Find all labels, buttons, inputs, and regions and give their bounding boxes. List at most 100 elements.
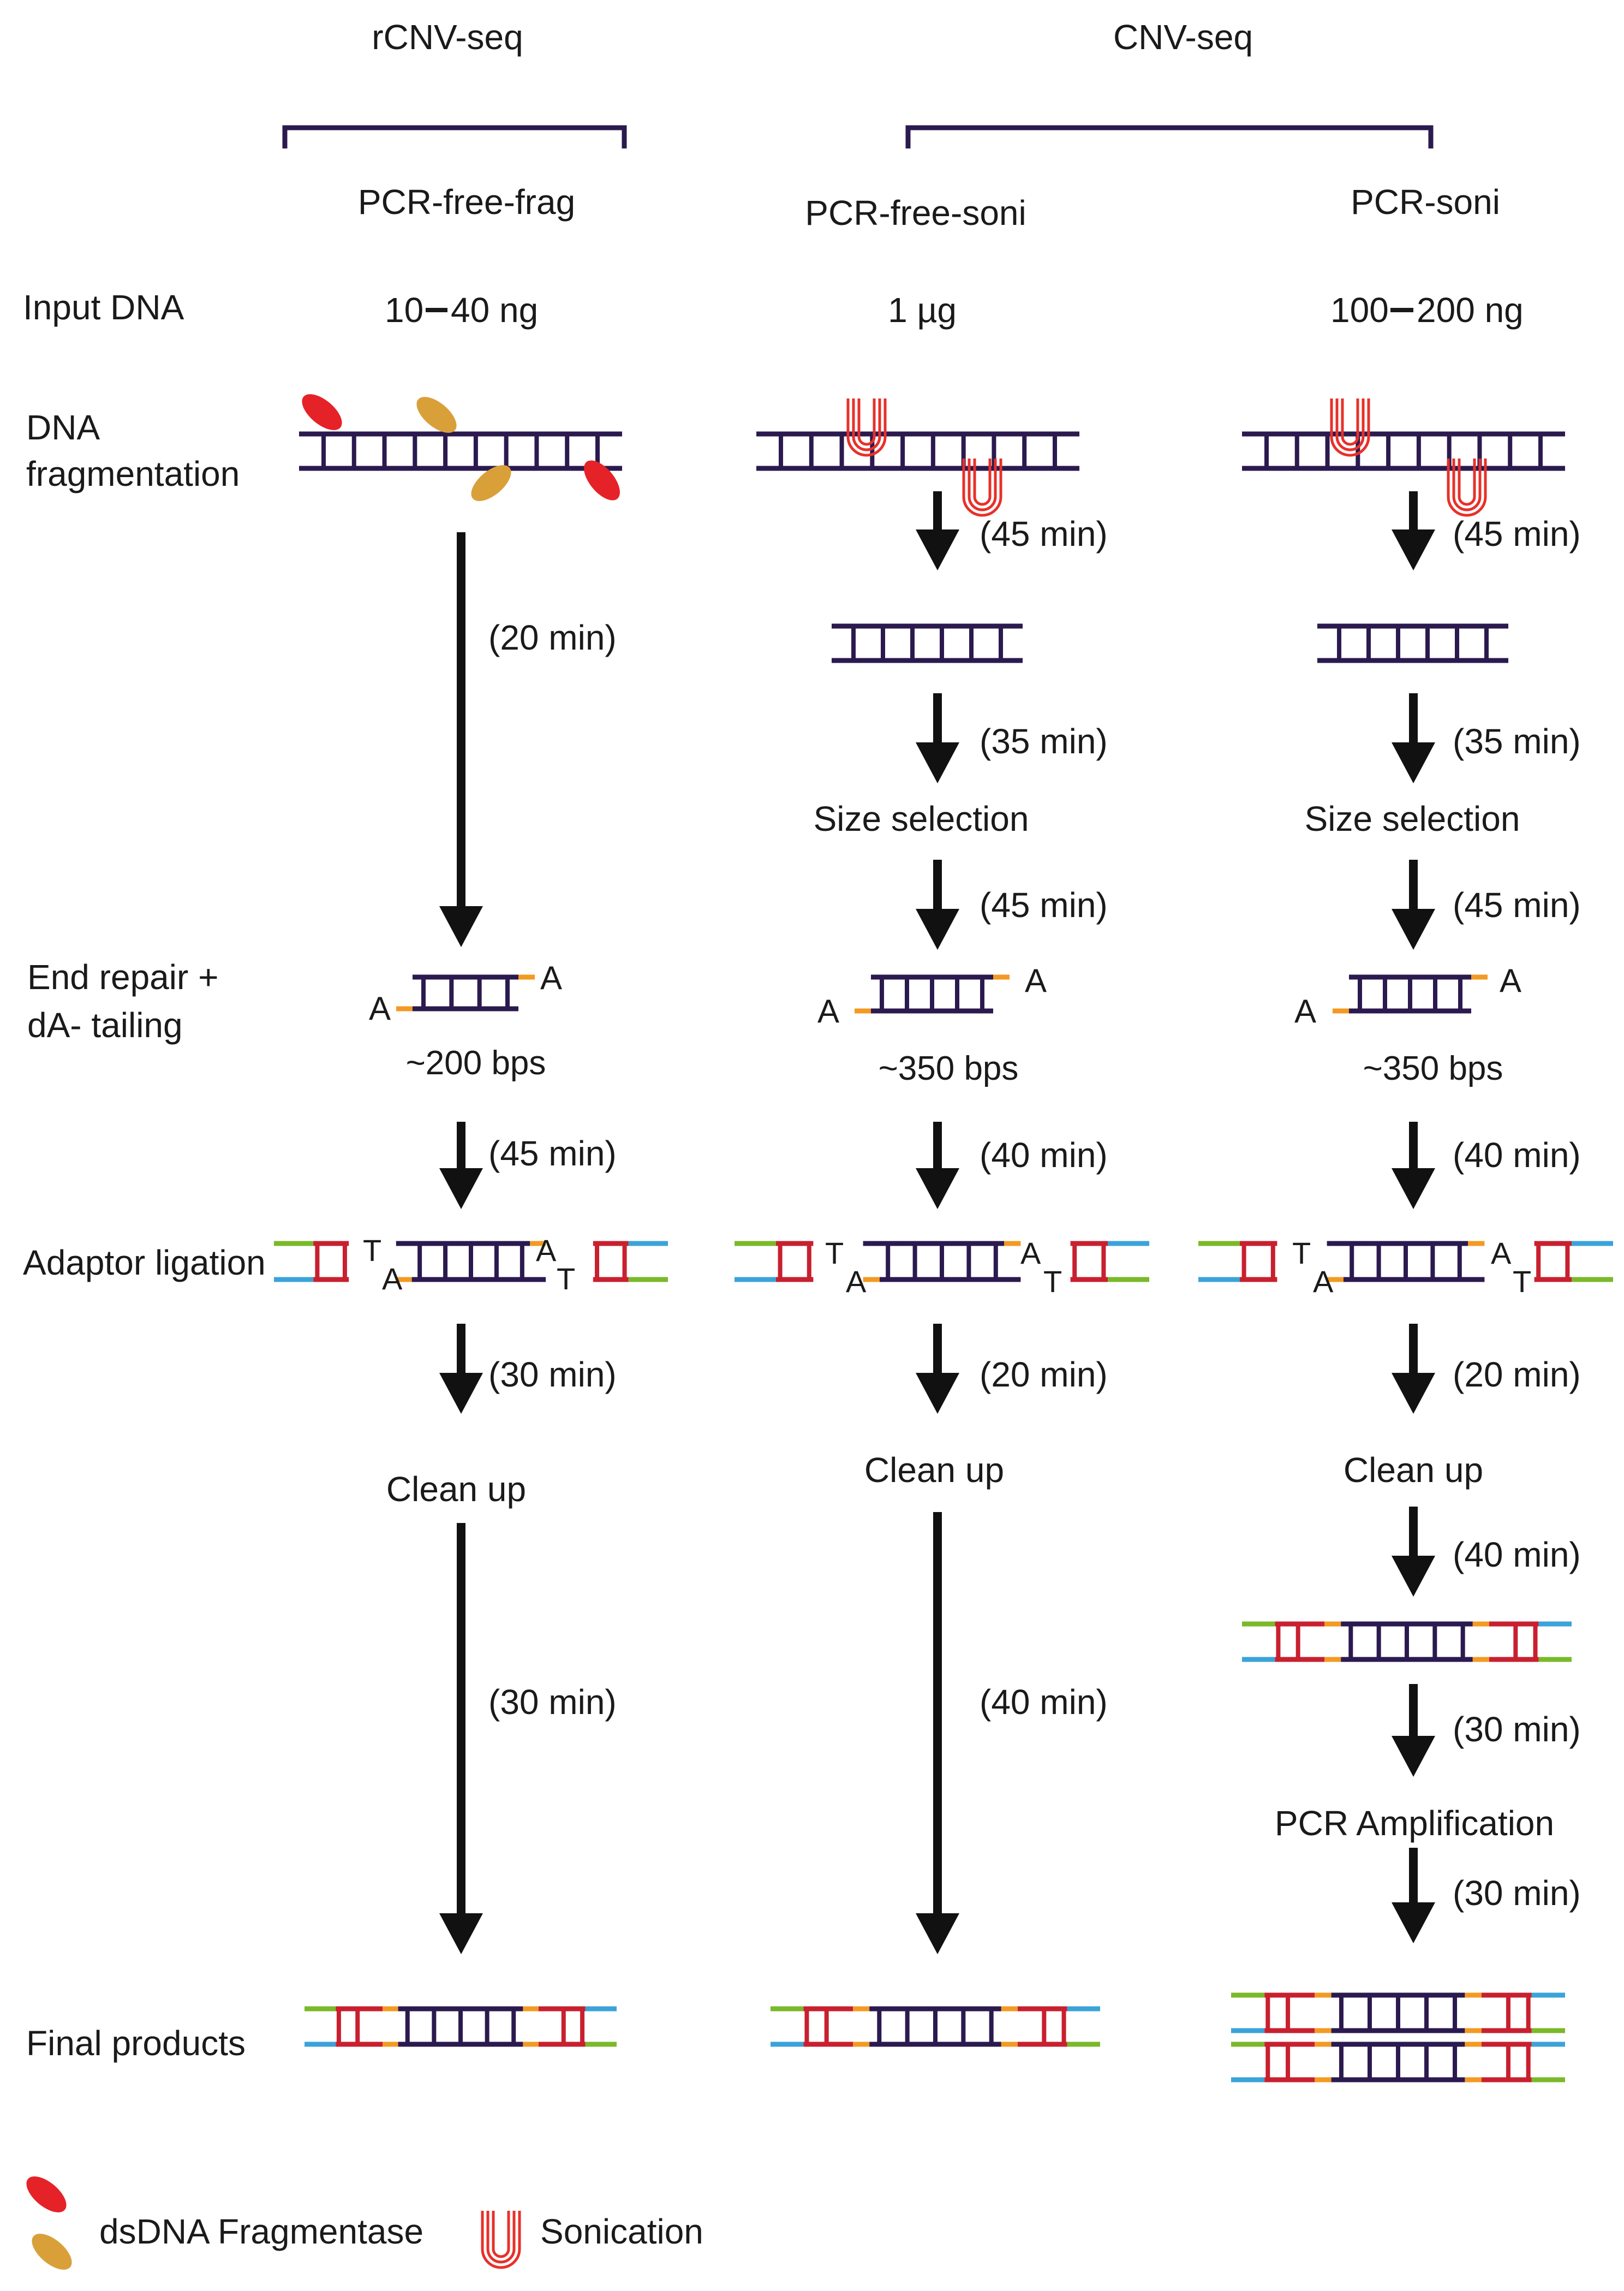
sonication-wave	[492, 2211, 510, 2258]
arrow-head	[439, 1373, 483, 1414]
sonication-wave	[1452, 459, 1482, 511]
svg-text:200 ng: 200 ng	[1417, 290, 1524, 330]
svg-text:40 ng: 40 ng	[451, 290, 538, 330]
base-a-left-frag: A	[369, 990, 391, 1027]
clean-up-label-soni: Clean up	[1344, 1450, 1483, 1490]
svg-text:T: T	[1043, 1264, 1062, 1299]
sonication-wave	[1341, 398, 1359, 446]
sonication-wave	[852, 398, 881, 451]
legend: dsDNA Fragmentase Sonication	[26, 2176, 703, 2270]
sonication-legend-icon	[481, 2211, 521, 2269]
sonication-marks	[846, 398, 1487, 517]
row-label-input-dna: Input DNA	[23, 288, 184, 327]
arrow-head	[916, 1913, 959, 1954]
sonication-wave	[1447, 459, 1487, 517]
time-free-soni-5: (20 min)	[980, 1355, 1108, 1394]
time-soni-6: (40 min)	[1453, 1535, 1581, 1574]
bracket-rcnv	[282, 125, 627, 148]
size-selection-label-free-soni: Size selection	[814, 799, 1029, 838]
workflow-arrows	[439, 491, 1435, 1954]
final-product-free-soni	[771, 2006, 1100, 2047]
row-label-fragmentation-1: DNA	[26, 408, 100, 447]
sonication-wave	[486, 2211, 516, 2264]
clean-up-label-frag: Clean up	[386, 1469, 526, 1509]
svg-text:T: T	[1292, 1236, 1311, 1270]
time-free-soni-4: (40 min)	[980, 1135, 1108, 1175]
svg-text:T: T	[363, 1233, 381, 1268]
time-frag-2: (45 min)	[488, 1134, 617, 1173]
base-a-right-soni: A	[1500, 962, 1521, 999]
arrow-head	[916, 1168, 959, 1209]
sonication-wave	[968, 459, 997, 511]
input-amount-frag: 10 40 ng	[385, 290, 538, 330]
dA-tailed-fragment-frag	[396, 974, 535, 1011]
time-soni-3: (45 min)	[1453, 885, 1581, 925]
fragmentase-legend-icon	[26, 2176, 72, 2270]
column-header-frag: PCR-free-frag	[358, 182, 575, 222]
final-product-soni-1	[1231, 1992, 1565, 2033]
arrow-head	[1392, 909, 1435, 950]
dna-ladder-fragmentase	[299, 431, 622, 471]
time-frag-4: (30 min)	[488, 1682, 617, 1722]
arrow-head	[439, 1913, 483, 1954]
arrow-head	[1392, 742, 1435, 783]
svg-text:100: 100	[1330, 290, 1389, 330]
time-soni-4: (40 min)	[1453, 1135, 1581, 1175]
time-soni-5: (20 min)	[1453, 1355, 1581, 1394]
arrow-head	[916, 909, 959, 950]
column-header-soni: PCR-soni	[1351, 182, 1500, 222]
arrow-head	[1392, 1556, 1435, 1597]
arrow-head	[1392, 1168, 1435, 1209]
adaptor-ligation-frag	[274, 1241, 668, 1282]
sonication-wave	[481, 2211, 521, 2269]
time-frag-3: (30 min)	[488, 1355, 617, 1394]
arrow-head	[1392, 529, 1435, 570]
svg-text:A: A	[846, 1264, 867, 1299]
arrow-head	[1392, 1373, 1435, 1414]
row-label-end-repair-1: End repair +	[27, 957, 218, 997]
ligation-bases-soni: T A A T	[1292, 1236, 1531, 1299]
arrow-head	[1392, 1902, 1435, 1943]
sonication-wave	[962, 459, 1002, 517]
arrow-head	[439, 1168, 483, 1209]
svg-text:A: A	[536, 1233, 557, 1268]
pcr-amplification-label: PCR Amplification	[1275, 1804, 1554, 1843]
column-header-free-soni: PCR-free-soni	[805, 193, 1026, 233]
svg-text:T: T	[557, 1261, 575, 1296]
time-soni-8: (30 min)	[1453, 1873, 1581, 1913]
svg-text:A: A	[1491, 1236, 1512, 1270]
svg-text:A: A	[1020, 1236, 1041, 1270]
sonication-wave	[1458, 459, 1476, 506]
time-frag-1: (20 min)	[488, 618, 617, 657]
adaptor-ligation-soni	[1198, 1241, 1613, 1282]
base-a-right-free-soni: A	[1025, 962, 1047, 999]
bracket-cnv	[905, 125, 1434, 148]
row-label-final-products: Final products	[26, 2024, 246, 2063]
time-soni-7: (30 min)	[1453, 1710, 1581, 1749]
dna-fragment-free-soni	[832, 623, 1023, 663]
dA-tailed-fragment-soni	[1333, 974, 1488, 1014]
sonication-wave	[973, 459, 992, 506]
arrow-head	[916, 529, 959, 570]
group-header-rcnv: rCNV-seq	[372, 17, 523, 57]
sonication-wave	[846, 398, 887, 457]
svg-text:T: T	[1513, 1264, 1531, 1299]
svg-text:T: T	[825, 1236, 844, 1270]
input-amount-soni: 100 200 ng	[1330, 290, 1524, 330]
legend-sonication-label: Sonication	[540, 2212, 703, 2251]
legend-fragmentase-label: dsDNA Fragmentase	[99, 2212, 423, 2251]
dna-ladder-sonication-pcr	[1242, 431, 1565, 471]
adaptor-ligation-free-soni	[735, 1241, 1149, 1282]
fragmentase-enzyme-icon	[302, 394, 620, 501]
fragment-size-soni: ~350 bps	[1363, 1050, 1503, 1087]
adapter-ligated-library	[1242, 1621, 1572, 1662]
dna-fragment-soni	[1317, 623, 1508, 663]
clean-up-label-free-soni: Clean up	[864, 1450, 1004, 1490]
base-a-left-soni: A	[1294, 993, 1316, 1030]
fragment-size-frag: ~200 bps	[406, 1044, 546, 1082]
time-free-soni-2: (35 min)	[980, 722, 1108, 761]
arrow-head	[439, 906, 483, 947]
time-soni-2: (35 min)	[1453, 722, 1581, 761]
row-label-end-repair-2: dA- tailing	[27, 1005, 183, 1045]
group-header-cnv: CNV-seq	[1113, 17, 1253, 57]
